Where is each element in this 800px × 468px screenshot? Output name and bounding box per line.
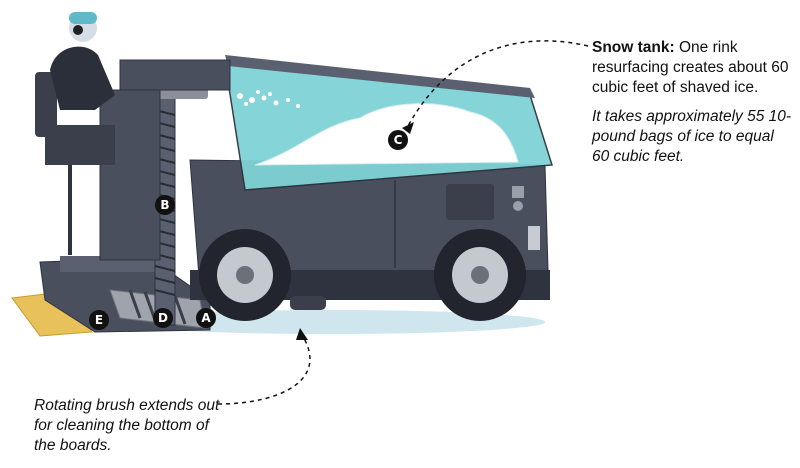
svg-text:A: A	[201, 311, 211, 325]
snow-tank-description: One rink resurfacing creates about 60 cu…	[592, 39, 789, 96]
badge-b: B	[155, 195, 175, 215]
svg-text:C: C	[394, 133, 403, 147]
side-lamp	[513, 201, 523, 211]
snow-tank-frame	[225, 55, 535, 98]
snow-tank-leader	[407, 40, 589, 127]
badge-e: E	[89, 310, 109, 330]
brush-arrowhead	[296, 328, 308, 340]
rear-wheel	[199, 229, 291, 321]
shaved-ice-pile	[254, 103, 519, 166]
snow-tank-callout: Snow tank: One rink resurfacing creates …	[592, 38, 797, 98]
snow-tank-arrowhead	[402, 122, 414, 134]
driver-body	[50, 46, 115, 110]
badge-c: C	[388, 130, 408, 150]
front-light	[528, 226, 540, 250]
snow-tank-note: It takes approximately 55 10-pound bags …	[592, 108, 792, 165]
front-wheel	[434, 229, 526, 321]
side-vent	[446, 184, 494, 220]
ice-surface	[115, 310, 545, 334]
board-brush	[290, 296, 326, 310]
snow-tank-label: Snow tank:	[592, 39, 675, 56]
side-light	[512, 186, 524, 198]
headset-icon	[73, 25, 83, 35]
svg-text:E: E	[95, 313, 103, 327]
cab-column	[99, 89, 161, 261]
svg-text:B: B	[160, 198, 169, 212]
brush-leader	[217, 334, 311, 405]
brush-note: Rotating brush extends out for cleaning …	[34, 397, 220, 454]
svg-text:D: D	[158, 311, 168, 325]
ice-spray	[237, 90, 300, 108]
badge-d: D	[153, 308, 173, 328]
driver-cap	[69, 12, 97, 24]
dashboard	[119, 59, 231, 91]
badge-a: A	[196, 308, 216, 328]
seat-back	[35, 72, 57, 137]
